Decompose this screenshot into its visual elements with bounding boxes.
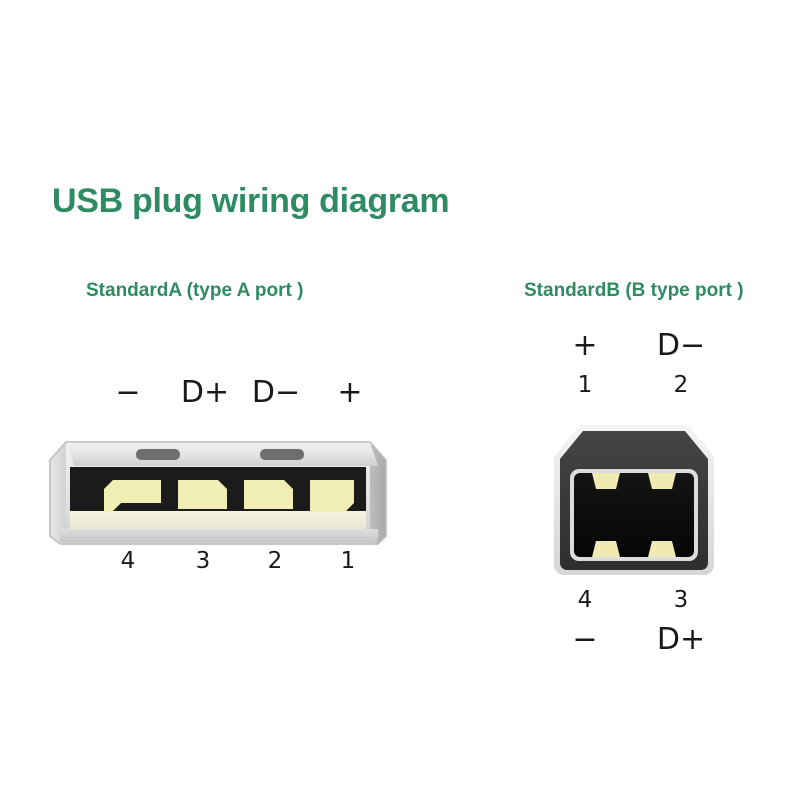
type-a-top-face <box>66 442 378 466</box>
pin-a-3-signal: D+ <box>180 375 230 410</box>
pin-b-2-signal: D− <box>656 328 706 363</box>
connector-a-signal-row: − D+ D− + <box>48 375 388 415</box>
connector-b-signal-row-bottom: − D+ <box>538 622 730 658</box>
connector-b-number-row-top: 1 2 <box>538 372 730 402</box>
connector-a-heading: StandardA (type A port ) <box>86 280 304 301</box>
pin-b-3-number: 3 <box>673 587 689 613</box>
pin-a-1-signal: + <box>337 375 363 410</box>
type-a-plastic-tongue <box>70 511 366 529</box>
pin-b-2-number: 2 <box>673 372 689 398</box>
contact-pad-pin-3 <box>648 541 676 557</box>
pin-b-1-signal: + <box>572 328 598 363</box>
contact-pad-pin-4 <box>592 541 620 557</box>
usb-type-a-connector <box>48 436 388 548</box>
connector-b-heading: StandardB (B type port ) <box>524 280 744 301</box>
contact-pad-pin-2 <box>648 473 676 489</box>
pin-a-2-signal: D− <box>251 375 301 410</box>
pin-a-1-number: 1 <box>340 548 356 574</box>
pin-a-4-signal: − <box>115 375 141 410</box>
contact-pad-pin-4 <box>104 480 161 512</box>
type-a-latch-notch-right <box>260 449 304 460</box>
connector-b-signal-row-top: + D− <box>538 328 730 364</box>
type-b-contact-pads <box>592 473 676 557</box>
page-title: USB plug wiring diagram <box>52 182 450 220</box>
pin-b-4-signal: − <box>572 622 598 657</box>
type-a-latch-notch-left <box>136 449 180 460</box>
type-b-cavity <box>574 473 694 557</box>
pin-a-4-number: 4 <box>120 548 136 574</box>
type-a-contact-pads <box>104 480 354 512</box>
contact-pad-pin-2 <box>244 480 293 509</box>
contact-pad-pin-1 <box>592 473 620 489</box>
contact-pad-pin-3 <box>178 480 227 509</box>
usb-type-b-connector <box>538 415 730 583</box>
pin-b-3-signal: D+ <box>656 622 706 657</box>
type-a-bottom-lip <box>60 529 378 542</box>
pin-b-1-number: 1 <box>577 372 593 398</box>
connector-a-number-row: 4 3 2 1 <box>48 548 388 582</box>
pin-a-3-number: 3 <box>195 548 211 574</box>
connector-b-number-row-bottom: 4 3 <box>538 587 730 617</box>
contact-pad-pin-1 <box>310 480 354 512</box>
pin-a-2-number: 2 <box>267 548 283 574</box>
pin-b-4-number: 4 <box>577 587 593 613</box>
